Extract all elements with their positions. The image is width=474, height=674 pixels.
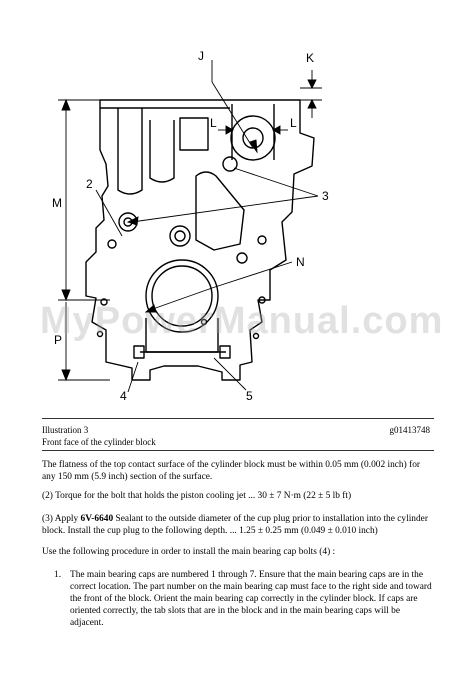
label-L-left: L [210, 116, 217, 130]
cylinder-block-illustration: J K L L M N P 2 3 4 5 [52, 49, 329, 403]
caption-subtitle: Front face of the cylinder block [42, 437, 156, 447]
callout-4: 4 [120, 389, 127, 403]
caption-bottom-rule [42, 450, 434, 451]
label-P: P [54, 333, 62, 347]
sealant-text-b: Sealant to the outside diameter of the c… [42, 514, 428, 536]
sealant-part-number: 6V-6640 [80, 514, 114, 524]
label-L-right: L [290, 116, 297, 130]
callout-5: 5 [246, 389, 253, 403]
callout-3: 3 [322, 189, 329, 203]
callout-2: 2 [86, 177, 93, 191]
block-outline [85, 99, 315, 381]
caption-title: Illustration 3 [42, 425, 89, 435]
paragraph-sealant: (3) Apply 6V-6640 Sealant to the outside… [42, 513, 434, 537]
paragraph-flatness: The flatness of the top contact surface … [42, 460, 421, 482]
label-J: J [198, 49, 204, 63]
sealant-text-a: (3) Apply [42, 514, 81, 524]
label-M: M [52, 196, 62, 210]
paragraph-procedure: Use the following procedure in order to … [42, 547, 336, 557]
caption-id: g01413748 [389, 425, 431, 435]
list-item-text: The main bearing caps are numbered 1 thr… [70, 570, 432, 628]
paragraph-torque: (2) Torque for the bolt that holds the p… [42, 491, 352, 501]
label-K: K [306, 51, 314, 65]
list-item-number: 1. [54, 570, 62, 580]
label-N: N [296, 255, 305, 269]
caption-rule [42, 418, 434, 419]
